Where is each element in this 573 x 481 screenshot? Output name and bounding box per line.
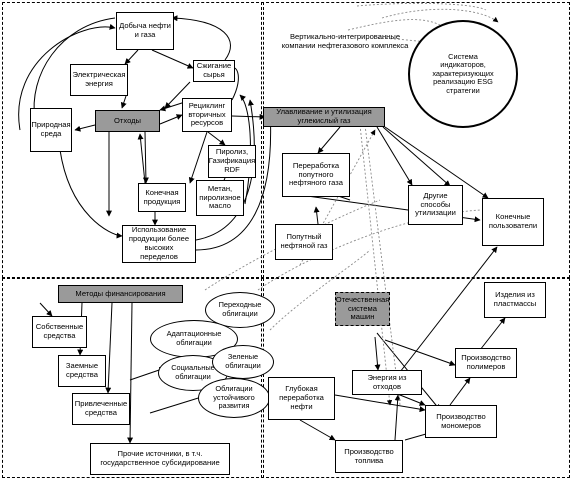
own-funds-box: Собственные средства [32,316,87,348]
monomer-production-box: Производство мономеров [425,405,497,438]
higher-products-box: Использование продукции более высоких пе… [122,225,196,263]
domestic-machinery-box: Отечественная система машин [335,292,390,326]
associated-gas-processing-box: Переработка попутного нефтяного газа [282,153,350,197]
deep-refining-box: Глубокая переработка нефти [268,377,335,420]
financing-methods-box: Методы финансирования [58,285,183,303]
other-sources-box: Прочие источники, в т.ч. государственное… [90,443,230,475]
adaptation-bonds-ellipse: Адаптационные облигации [150,320,238,358]
carbon-capture-box: Улавливание и утилизация углекислый газ [263,107,385,127]
methane-box: Метан, пиролизное масло [196,180,244,216]
other-methods-box: Другие способы утилизации [408,185,463,225]
green-bonds-ellipse: Зеленые облигации [212,345,274,379]
final-products-box: Конечная продукция [138,183,186,212]
sustainable-bonds-ellipse: Облигации устойчивого развития [198,378,270,418]
raw-burning-box: Сжигание сырья [193,60,235,82]
energy-from-waste-box: Энергия из отходов [352,370,422,395]
attracted-funds-box: Привлеченные средства [72,393,130,425]
natural-environment-box: Природная среда [30,108,72,152]
waste-box: Отходы [95,110,160,132]
quadrant-bottom-left [2,278,264,478]
borrowed-funds-box: Заемные средства [58,355,106,387]
esg-indicators-ellipse: Система индикаторов, характеризующих реа… [408,20,518,128]
polymer-production-box: Производство полимеров [455,348,517,378]
oil-gas-production-box: Добыча нефти и газа [116,12,174,50]
end-users-box: Конечные пользователи [482,198,544,246]
associated-gas-box: Попутный нефтяной газ [275,224,333,260]
fuel-production-box: Производство топлива [335,440,403,473]
plastic-products-box: Изделия из пластмассы [484,282,546,318]
vertical-companies-label: Вертикально-интегрированные компании неф… [281,32,409,51]
electric-energy-box: Электрическая энергия [70,64,128,96]
recycling-box: Рециклинг вторичных ресурсов [182,98,232,132]
pyrolysis-box: Пиролиз, Газификация RDF [208,145,256,178]
